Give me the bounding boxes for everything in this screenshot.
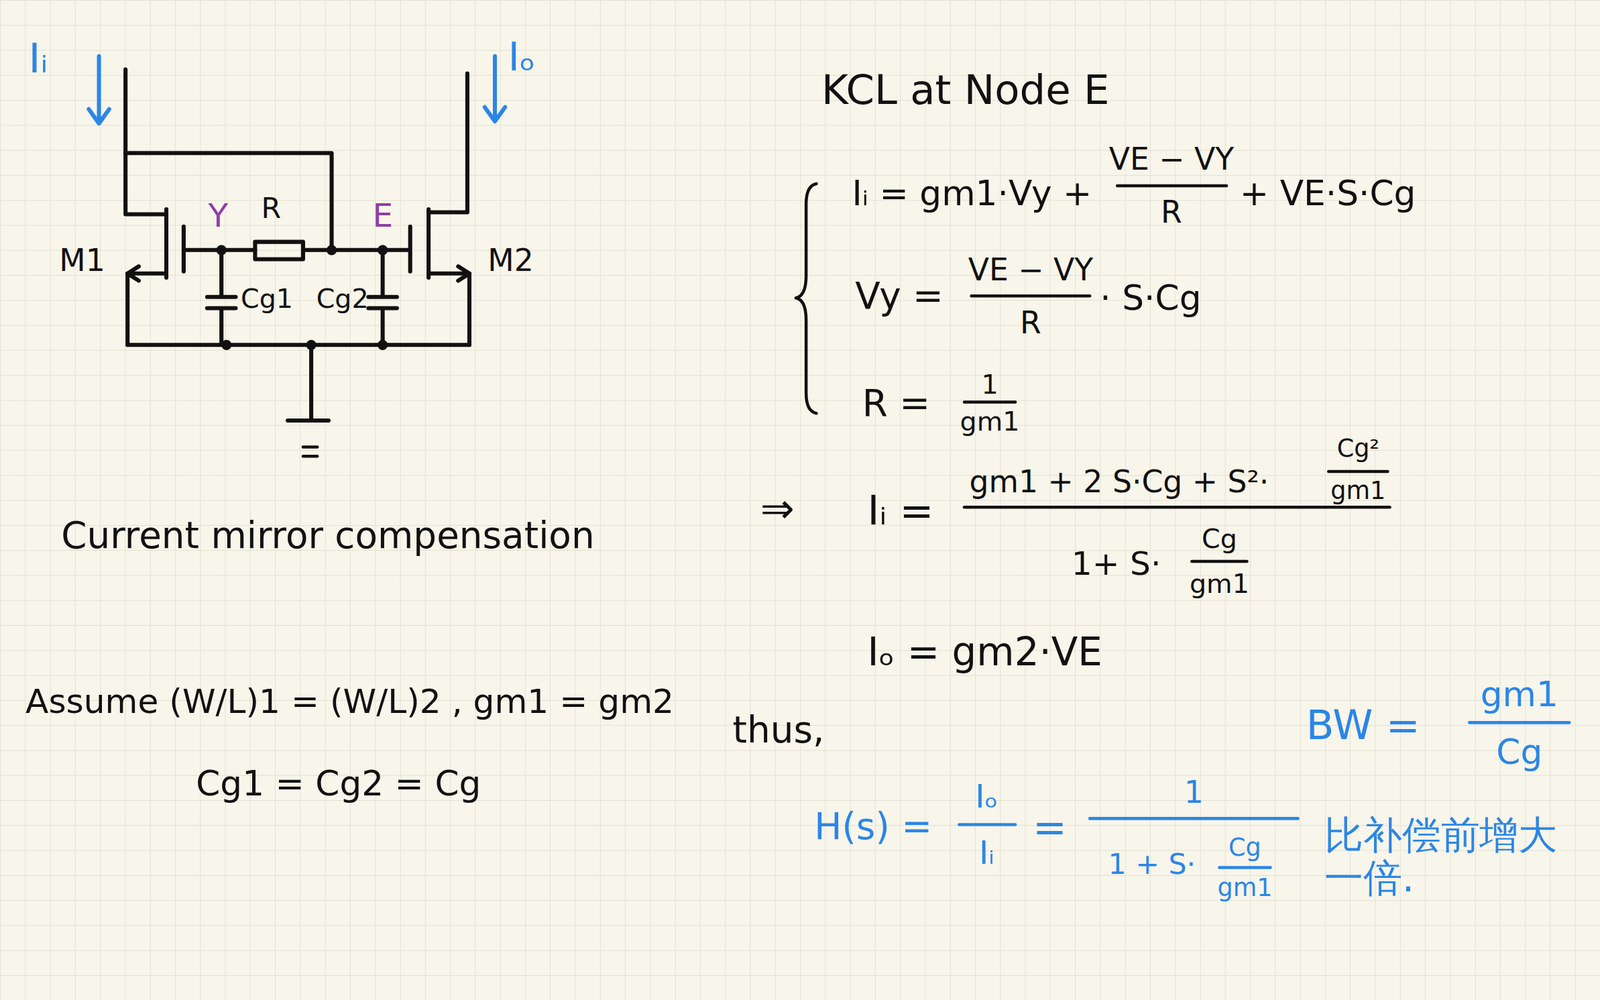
circuit-wires (125, 69, 817, 456)
junction-dots (216, 244, 389, 351)
formula-text: Iᵢ = gm1·Vy + (852, 175, 1093, 214)
formula-text: R (1019, 305, 1042, 340)
formula-text: 1 (1184, 775, 1204, 809)
circuit-label: Iₒ (508, 36, 536, 80)
fraction-bars (964, 185, 1391, 562)
formula-text: Cg (1201, 524, 1238, 554)
circuit-label: Iᵢ (28, 35, 49, 81)
formula-text: 1 (981, 370, 998, 400)
note-text: KCL at Node E (821, 67, 1110, 112)
formula-text: ⇒ (760, 485, 795, 531)
formula-text: gm1 (1217, 874, 1273, 902)
formula-text: Iₒ = gm2·VE (867, 631, 1102, 675)
formula-text: 1 + S· (1108, 849, 1196, 882)
formula-text: + VE·S·Cg (1239, 175, 1417, 214)
formula-text: Vy = (854, 275, 944, 316)
formula-text: BW = (1306, 702, 1421, 748)
circuit-label: Cg2 (316, 284, 369, 314)
formula-text: VE − VY (1109, 142, 1234, 176)
circuit-label: Cg1 (240, 284, 294, 314)
formula-text: Iₒ (975, 779, 998, 816)
formula-text: Iᵢ (979, 834, 995, 872)
formula-text: VE − VY (968, 252, 1094, 287)
formula-text: R = (862, 382, 931, 424)
formula-text: Iᵢ = (867, 487, 934, 533)
formula-text: Cg² (1337, 435, 1380, 463)
formula-text: 比补偿前增大 一倍. (1324, 814, 1580, 900)
current-arrows (88, 56, 505, 124)
note-text: Current mirror compensation (61, 515, 595, 556)
formula-text: thus, (732, 709, 825, 750)
formula-text: Cg (1228, 834, 1262, 862)
formula-text: · S·Cg (1099, 278, 1202, 318)
formula-text: gm1 (1330, 477, 1386, 505)
formula-text: R (1160, 195, 1183, 229)
formula-text: gm1 + 2 S·Cg + S²· (969, 464, 1270, 499)
formula-text: Cg (1496, 732, 1543, 772)
note-text: Cg1 = Cg2 = Cg (195, 764, 481, 803)
circuit-label: R (261, 193, 282, 226)
formula-text: gm1 (960, 407, 1020, 437)
note-text: Assume (W/L)1 = (W/L)2 , gm1 = gm2 (25, 683, 674, 721)
formula-text: gm1 (1189, 569, 1250, 599)
formula-text: H(s) = (814, 806, 933, 847)
formula-text: = (1032, 804, 1067, 849)
formula-text: gm1 (1480, 675, 1559, 715)
formula-text: 1+ S· (1071, 546, 1162, 583)
circuit-label: M2 (487, 243, 534, 277)
circuit-label: Y (207, 198, 228, 235)
circuit-label: M1 (59, 243, 105, 277)
circuit-label: E (372, 198, 393, 235)
